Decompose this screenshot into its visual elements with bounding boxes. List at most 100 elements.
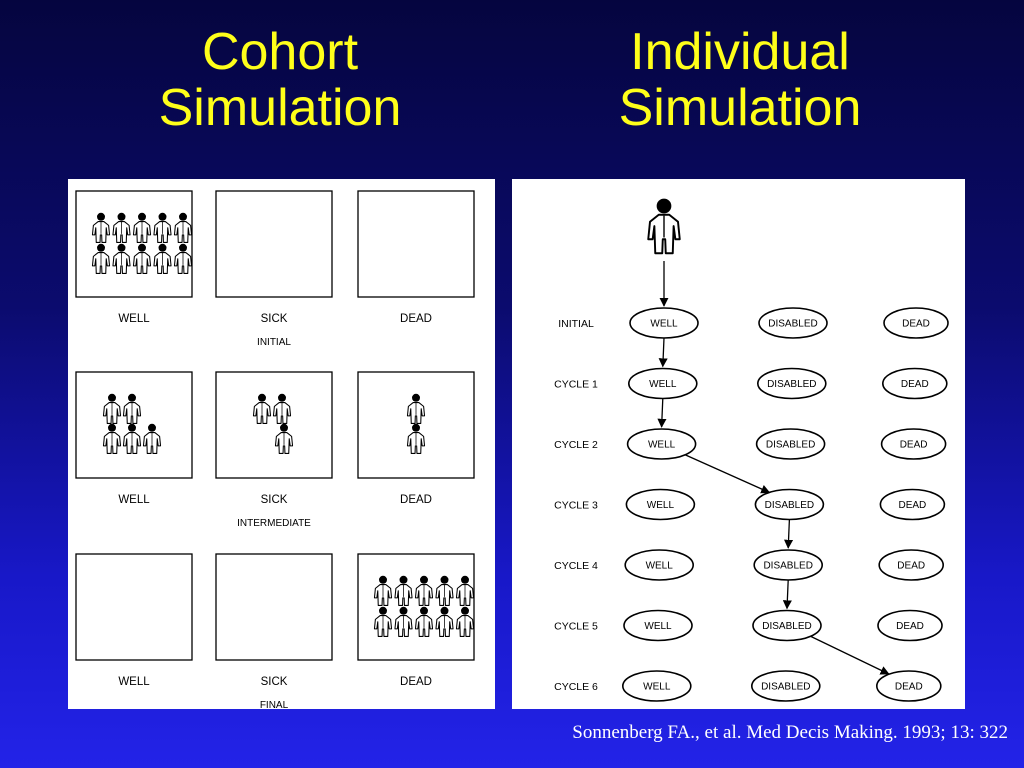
cohort-person-icon [102,393,122,424]
cohort-person-icon [112,243,131,274]
cohort-person-icon [173,243,193,274]
individual-state-label: WELL [647,500,675,511]
individual-state-label: WELL [644,621,672,632]
individual-transition-arrow [657,398,667,428]
individual-transition-arrow [685,454,771,494]
individual-transition-arrow [783,519,794,549]
individual-state-node-dead [883,307,949,339]
cohort-state-label: DEAD [400,494,432,506]
individual-state-label: DEAD [900,440,928,451]
cohort-state-label: WELL [118,676,150,688]
cohort-state-label: SICK [261,494,288,506]
cohort-person-icon [406,423,426,454]
cohort-state-box-well-final [75,553,193,661]
cohort-state-box-sick-initial [215,190,333,298]
individual-state-label: DISABLED [762,621,811,632]
cohort-person-icon [414,606,434,637]
individual-state-node-dead [878,549,945,581]
individual-state-label: WELL [650,319,678,330]
individual-state-node-disabled [752,609,822,642]
individual-transition-arrow [810,635,890,675]
cohort-state-label: DEAD [400,676,432,688]
individual-transition-arrow [658,337,668,368]
individual-state-node-well [624,549,694,581]
individual-state-node-disabled [754,488,825,521]
cohort-phase-label: INTERMEDIATE [237,518,311,529]
cohort-state-box-dead-intermediate [357,371,475,479]
individual-state-label: DEAD [901,379,929,390]
individual-state-node-dead [879,488,946,521]
cohort-state-box-sick-final [215,553,333,661]
cohort-person-icon [406,393,426,424]
cohort-person-icon [455,575,475,606]
individual-simulation-title: Individual Simulation [540,24,940,136]
individual-cycle-label: CYCLE 2 [554,439,598,451]
cohort-person-icon [132,243,152,274]
cohort-phase-label: INITIAL [257,337,291,348]
individual-state-node-well [625,488,696,521]
cohort-person-icon [153,212,172,243]
individual-state-label: DEAD [897,561,925,572]
individual-state-node-well [622,670,692,702]
individual-state-node-well [626,428,697,460]
cohort-person-icon [272,393,292,424]
cohort-person-icon [435,575,454,606]
individual-state-label: WELL [648,440,676,451]
individual-state-node-dead [875,670,942,702]
individual-state-label: DISABLED [768,319,817,330]
individual-state-node-disabled [750,670,821,702]
cohort-person-icon [394,575,413,606]
individual-state-label: WELL [649,379,677,390]
individual-cycle-label: CYCLE 3 [554,500,598,512]
cohort-person-icon [102,423,122,454]
individual-title-line-2: Simulation [618,79,862,137]
cohort-state-box-dead-final [357,553,475,661]
cohort-title-line-2: Simulation [158,79,402,137]
cohort-diagram: WELL SICK DEAD INITIAL WELL SICK DEAD INTERMEDI… [75,190,475,711]
cohort-person-icon [112,212,131,243]
individual-title-line-1: Individual [630,23,850,81]
individual-cycle-label: CYCLE 6 [554,681,598,693]
cohort-person-icon [414,575,434,606]
individual-state-label: DEAD [896,621,924,632]
cohort-diagram-panel: WELL SICK DEAD INITIAL WELL SICK DEAD INTERMEDI… [68,179,495,711]
cohort-person-icon [252,393,272,424]
cohort-person-icon [455,606,475,637]
individual-state-label: DISABLED [767,379,816,390]
citation: Sonnenberg FA., et al. Med Decis Making.… [572,722,1008,743]
cohort-person-icon [122,393,142,424]
cohort-person-icon [373,606,393,637]
cohort-person-icon [173,212,193,243]
cohort-person-icon [435,606,454,637]
individual-state-node-disabled [756,367,827,400]
cohort-state-box-dead-initial [357,190,475,298]
cohort-title-line-1: Cohort [201,23,359,81]
cohort-person-icon [394,606,413,637]
cohort-state-label: WELL [118,313,150,325]
individual-cycle-label: CYCLE 1 [554,379,598,391]
individual-cycle-label: CYCLE 4 [554,560,598,572]
individual-state-node-disabled [758,307,828,339]
cohort-person-icon [91,243,111,274]
individual-state-label: WELL [643,682,671,693]
individual-state-node-well [623,609,693,642]
cohort-state-label: DEAD [400,313,432,325]
individual-state-label: DEAD [895,682,923,693]
individual-state-label: DISABLED [766,440,815,451]
cohort-person-icon [122,423,142,454]
cohort-person-icon [373,575,393,606]
cohort-phase-label: FINAL [260,700,289,709]
individual-person-icon [647,198,681,255]
cohort-person-icon [91,212,111,243]
individual-state-label: DISABLED [765,500,814,511]
cohort-state-label: WELL [118,494,150,506]
individual-state-label: DEAD [899,500,927,511]
individual-state-node-disabled [755,428,826,460]
individual-transition-arrow [782,579,792,610]
individual-state-label: WELL [646,561,674,572]
individual-state-label: DEAD [902,319,930,330]
cohort-state-label: SICK [261,676,288,688]
cohort-person-icon [274,423,294,454]
